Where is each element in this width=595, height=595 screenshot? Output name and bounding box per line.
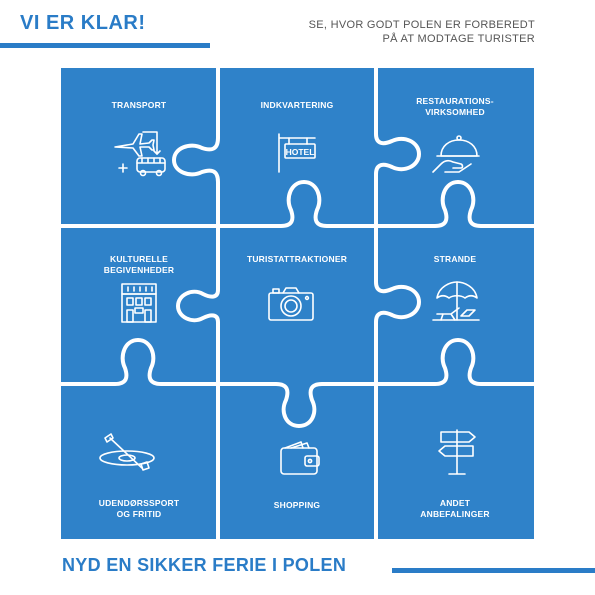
header-accent-bar bbox=[0, 43, 210, 48]
tile-label-outdoor-sports-line-1: UDENDØRSSPORT bbox=[98, 498, 180, 508]
tile-label-accommodation: INDKVARTERING bbox=[260, 100, 334, 110]
page-subtitle: SE, HVOR GODT POLEN ER FORBEREDT PÅ AT M… bbox=[235, 18, 535, 46]
subtitle-line-2: PÅ AT MODTAGE TURISTER bbox=[382, 33, 535, 45]
page-title: VI ER KLAR! bbox=[20, 12, 146, 34]
tile-label-cultural-events: KULTURELLE BEGIVENHEDER bbox=[64, 254, 214, 276]
tile-label-outdoor-sports-line-2: OG FRITID bbox=[116, 509, 162, 519]
tile-label-restaurants: RESTAURATIONS- VIRKSOMHED bbox=[380, 96, 530, 118]
tile-label-other-line-2: ANBEFALINGER bbox=[420, 509, 490, 519]
tile-label-cultural-events-line-2: BEGIVENHEDER bbox=[103, 265, 175, 275]
subtitle-line-1: SE, HVOR GODT POLEN ER FORBEREDT bbox=[308, 19, 535, 31]
hotel-sign-text: HOTEL bbox=[286, 147, 315, 157]
tile-label-other-line-1: ANDET bbox=[439, 498, 471, 508]
tile-label-cultural-events-line-1: KULTURELLE bbox=[109, 254, 169, 264]
puzzle-grid: TRANSPORT INDKVARTERING HOTEL RESTAURATI… bbox=[61, 68, 534, 539]
tile-label-beaches: STRANDE bbox=[433, 254, 477, 264]
tile-label-other: ANDET ANBEFALINGER bbox=[380, 498, 530, 520]
footer-accent-bar bbox=[392, 568, 595, 573]
tile-label-shopping: SHOPPING bbox=[273, 500, 321, 510]
tile-label-restaurants-line-1: RESTAURATIONS- bbox=[416, 96, 494, 106]
tile-label-outdoor-sports: UDENDØRSSPORT OG FRITID bbox=[64, 498, 214, 520]
tile-label-transport: TRANSPORT bbox=[111, 100, 167, 110]
tile-label-tourist-attractions: TURISTATTRAKTIONER bbox=[246, 254, 348, 264]
tile-label-restaurants-line-2: VIRKSOMHED bbox=[425, 107, 485, 117]
footer-slogan: NYD EN SIKKER FERIE I POLEN bbox=[62, 555, 347, 575]
